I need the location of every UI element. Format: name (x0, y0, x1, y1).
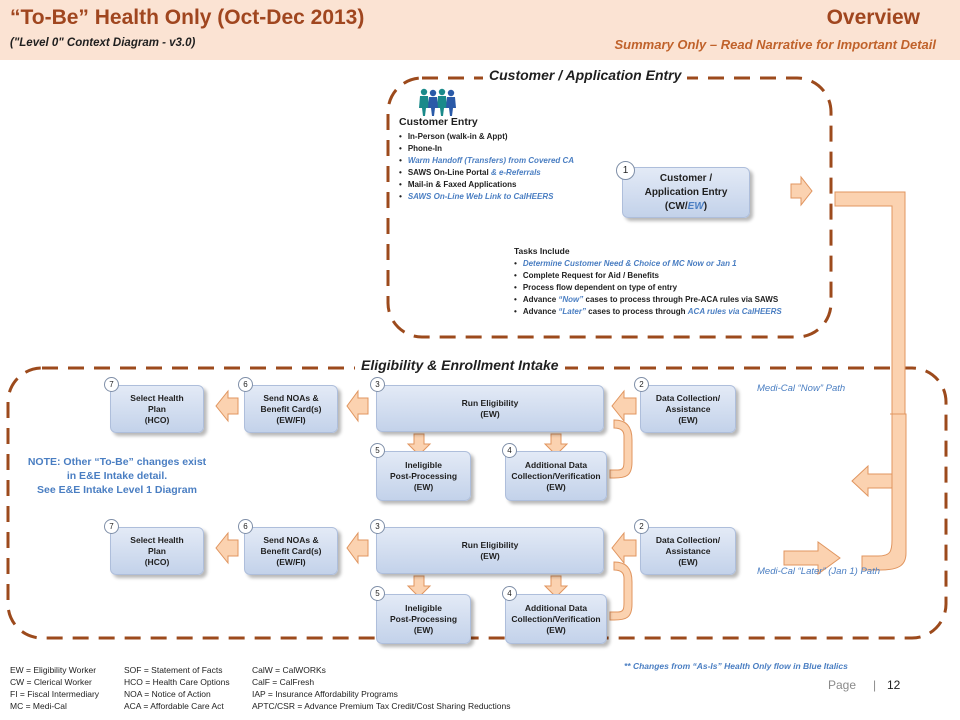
r1-arrow-run-to-inelig (406, 433, 432, 456)
people-group-icon (419, 88, 456, 116)
tasks-list: Determine Customer Need & Choice of MC N… (514, 258, 782, 318)
r2-arrow-run-to-inelig (406, 575, 432, 598)
list-item: SAWS On-Line Portal & e-Referrals (399, 167, 574, 179)
tasks-heading: Tasks Include (514, 246, 570, 256)
step-number-badge: 4 (502, 443, 517, 458)
step-number-badge: 6 (238, 377, 253, 392)
r1-arrow-dc-to-run (611, 389, 637, 423)
page-label: Page (828, 678, 857, 692)
send-noas-box[interactable]: Send NOAs &Benefit Card(s)(EW/FI) (244, 527, 338, 575)
step-number-badge: 5 (370, 586, 385, 601)
r1-arrow-run-to-noa (346, 389, 369, 423)
list-item: Advance “Now” cases to process through P… (514, 294, 782, 306)
data-collection-box[interactable]: Data Collection/Assistance(EW) (640, 385, 736, 433)
list-item: Determine Customer Need & Choice of MC N… (514, 258, 782, 270)
customer-entry-heading: Customer Entry (399, 116, 478, 128)
later-path-connector (861, 413, 907, 571)
step-number-badge: 3 (370, 377, 385, 392)
run-eligibility-box[interactable]: Run Eligibility(EW) (376, 527, 604, 574)
r2-arrow-noa-to-plan (215, 531, 239, 565)
send-noas-box[interactable]: Send NOAs &Benefit Card(s)(EW/FI) (244, 385, 338, 433)
step-number-badge: 2 (634, 377, 649, 392)
now-path-arrow-head (851, 464, 893, 498)
r2-arrow-run-to-noa (346, 531, 369, 565)
r1-loop-addl-to-run (609, 419, 633, 479)
page-number: 12 (887, 678, 901, 692)
customer-section-title: Customer / Application Entry (483, 67, 688, 83)
list-item: Advance “Later” cases to process through… (514, 306, 782, 318)
step-number-badge: 1 (616, 161, 635, 180)
step-number-badge: 3 (370, 519, 385, 534)
entry-out-arrow (790, 175, 813, 207)
step-number-badge: 4 (502, 586, 517, 601)
run-eligibility-box[interactable]: Run Eligibility(EW) (376, 385, 604, 432)
list-item: SAWS On-Line Web Link to CalHEERS (399, 191, 574, 203)
ee-section-title: Eligibility & Enrollment Intake (355, 357, 565, 373)
customer-entry-list: In-Person (walk-in & Appt) Phone-In Warm… (399, 131, 574, 203)
step-number-badge: 7 (104, 519, 119, 534)
data-collection-box[interactable]: Data Collection/Assistance(EW) (640, 527, 736, 575)
list-item: Warm Handoff (Transfers) from Covered CA (399, 155, 574, 167)
list-item: Process flow dependent on type of entry (514, 282, 782, 294)
customer-application-entry-box[interactable]: Customer / Application Entry (CW/EW) (622, 167, 750, 218)
list-item: Phone-In (399, 143, 574, 155)
step-number-badge: 5 (370, 443, 385, 458)
r1-arrow-noa-to-plan (215, 389, 239, 423)
list-item: In-Person (walk-in & Appt) (399, 131, 574, 143)
summary-note: Summary Only – Read Narrative for Import… (614, 37, 936, 52)
step-number-badge: 6 (238, 519, 253, 534)
page-subtitle: ("Level 0" Context Diagram - v3.0) (10, 37, 196, 49)
page-separator: | (873, 678, 877, 692)
step-number-badge: 7 (104, 377, 119, 392)
r2-loop-addl-to-run (609, 561, 633, 621)
list-item: Complete Request for Aid / Benefits (514, 270, 782, 282)
changes-note: ** Changes from “As-Is” Health Only flow… (624, 661, 848, 671)
later-path-arrow-head (783, 541, 841, 575)
ee-note: NOTE: Other “To-Be” changes exist in E&E… (27, 456, 207, 496)
step-number-badge: 2 (634, 519, 649, 534)
overview-label: Overview (826, 6, 920, 29)
page-title: “To-Be” Health Only (Oct-Dec 2013) (10, 6, 365, 29)
r1-arrow-run-to-addl (543, 433, 569, 456)
header-banner: “To-Be” Health Only (Oct-Dec 2013) ("Lev… (0, 0, 960, 60)
ee-section-border (6, 366, 948, 640)
r2-arrow-run-to-addl (543, 575, 569, 598)
now-path-label: Medi-Cal “Now” Path (757, 383, 846, 394)
later-path-label: Medi-Cal “Later” (Jan 1) Path (757, 566, 881, 577)
r2-arrow-dc-to-run (611, 531, 637, 565)
list-item: Mail-in & Faxed Applications (399, 179, 574, 191)
